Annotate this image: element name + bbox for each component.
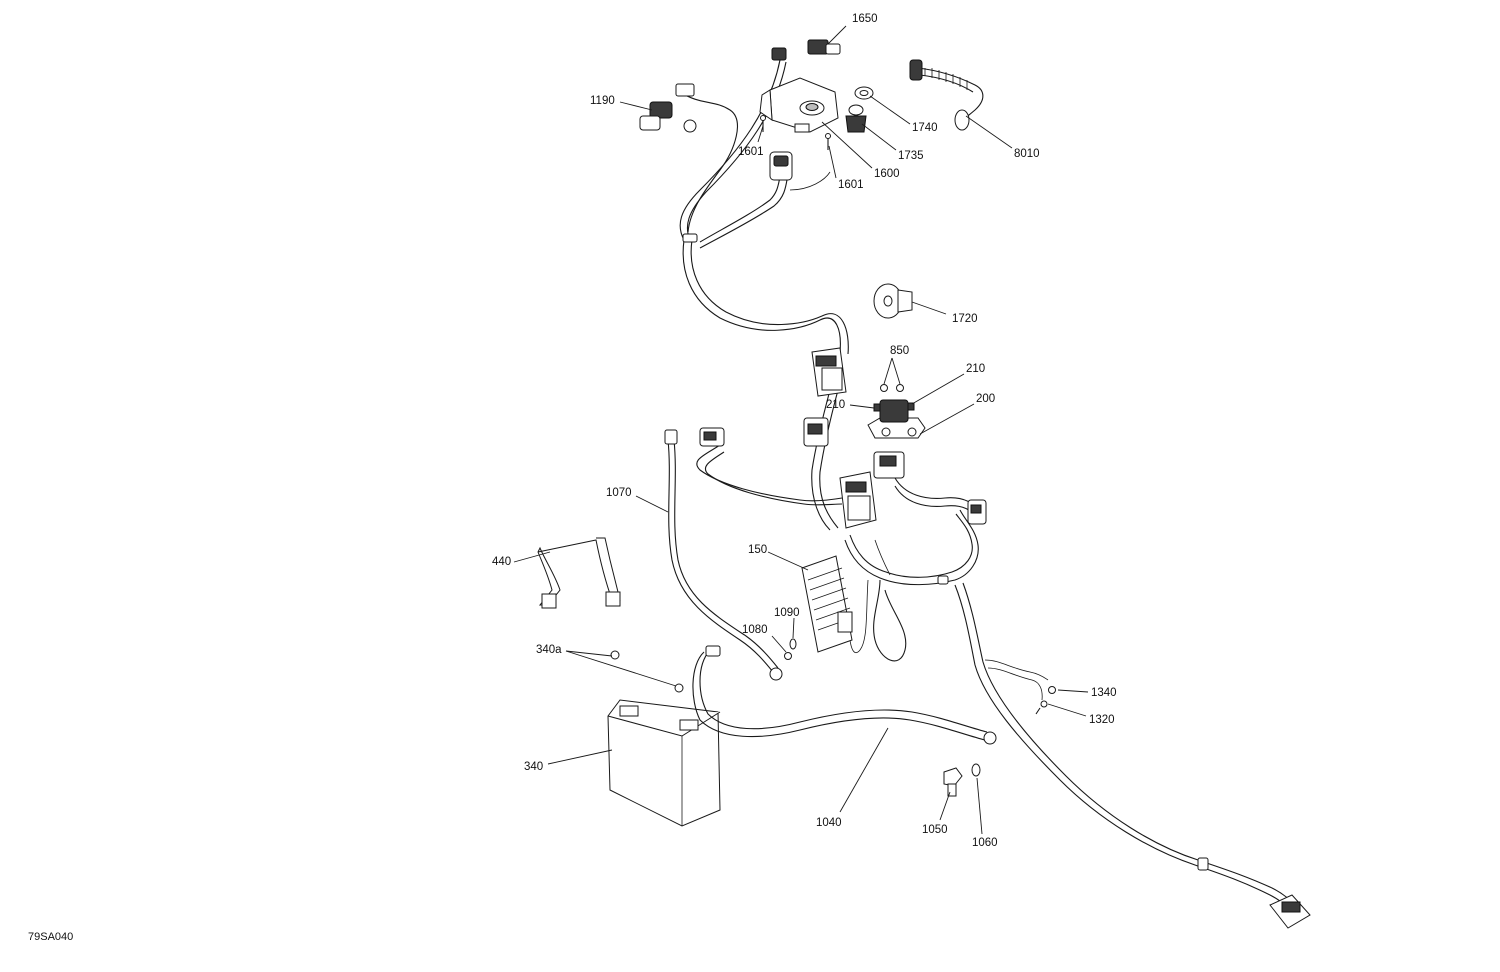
nut-1080: [784, 652, 792, 660]
screw-210-b: [907, 402, 915, 411]
grommet-1740: [854, 86, 874, 100]
ground-cable-1040: [692, 645, 997, 745]
leader-lines: [513, 25, 1089, 835]
callout-1650: 1650: [852, 13, 878, 25]
callout-1740: 1740: [912, 122, 938, 134]
callout-1720: 1720: [952, 313, 978, 325]
connector-1650: [771, 39, 841, 61]
callout-440: 440: [492, 556, 511, 568]
battery-strap-440: [537, 537, 621, 609]
screw-1601-a: [760, 115, 766, 132]
callout-1190: 1190: [590, 95, 615, 107]
main-wiring-harness: [679, 59, 1297, 911]
callout-340: 340: [524, 761, 543, 773]
callout-210-b: 210: [826, 399, 845, 411]
connector-upper-mid: [769, 151, 793, 181]
connector-1190: [639, 83, 697, 133]
callout-1080: 1080: [742, 624, 768, 636]
callout-210-a: 210: [966, 363, 985, 375]
voltage-regulator-150: [801, 555, 853, 653]
cluster-housing-1600: [759, 77, 839, 133]
connector-right: [967, 499, 987, 525]
callout-1040: 1040: [816, 817, 842, 829]
connector-relay: [873, 451, 905, 479]
bolt-1050: [943, 767, 963, 797]
connector-end: [1269, 894, 1311, 929]
connector-mid-center: [803, 417, 829, 447]
callout-8010: 8010: [1014, 148, 1040, 160]
callout-labels: 1650 1190 1740 8010 1601 1735 1600 1601 …: [492, 13, 1117, 849]
connector-mid-left: [699, 427, 725, 447]
connector-upper-block: [811, 347, 847, 397]
nut-850: [880, 384, 904, 392]
terminal-bolt-340a: [610, 650, 684, 693]
callout-150: 150: [748, 544, 767, 556]
tether-cord-8010: [909, 59, 984, 131]
washer-1060: [971, 763, 981, 777]
starter-solenoid-200: [867, 399, 926, 439]
callout-1600: 1600: [874, 168, 900, 180]
switch-1735: [845, 104, 867, 133]
callout-1601-a: 1601: [738, 146, 764, 158]
callout-1735: 1735: [898, 150, 924, 162]
callout-340a: 340a: [536, 644, 562, 656]
callout-1070: 1070: [606, 487, 632, 499]
washer-1340: [1048, 686, 1056, 694]
figure-code: 79SA040: [28, 931, 73, 943]
callout-1340: 1340: [1091, 687, 1117, 699]
callout-1601-b: 1601: [838, 179, 864, 191]
positive-cable-1070: [664, 429, 783, 681]
fuse-box: [839, 471, 877, 529]
screw-1320: [1035, 700, 1048, 715]
callout-1060: 1060: [972, 837, 998, 849]
screw-210-a: [873, 403, 881, 412]
callout-850: 850: [890, 345, 909, 357]
callout-200: 200: [976, 393, 995, 405]
callout-1050: 1050: [922, 824, 948, 836]
callout-1090: 1090: [774, 607, 800, 619]
screw-1601-b: [825, 133, 831, 150]
callout-1320: 1320: [1089, 714, 1115, 726]
washer-1090: [789, 638, 797, 650]
bushing-1720: [873, 283, 913, 319]
battery-340: [607, 699, 721, 827]
